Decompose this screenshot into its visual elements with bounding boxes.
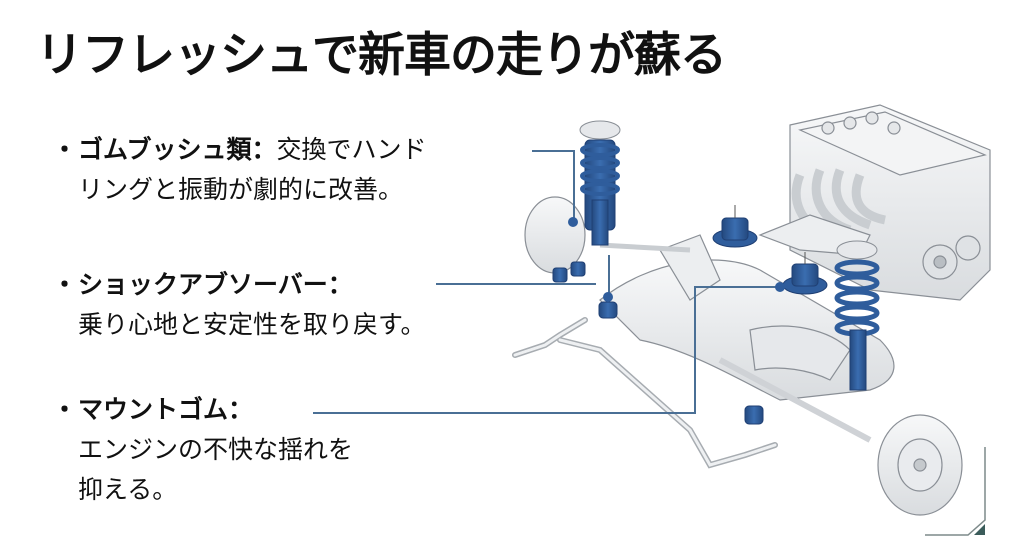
bullet-text-cont: 乗り心地と安定性を取り戻す。 [78, 310, 426, 339]
right-strut-highlight [834, 240, 880, 391]
engine-mount-highlight [712, 205, 828, 295]
right-brake-disc [877, 414, 963, 516]
bullet-label: マウントゴム： [78, 395, 254, 424]
leader-dots [568, 217, 785, 302]
bullet-marker: ・ [52, 270, 78, 299]
bullet-shock-absorber: ・ショックアブソーバー： 乗り心地と安定性を取り戻す。 [52, 265, 426, 345]
bullet-engine-mount: ・マウントゴム： エンジンの不快な揺れを 抑える。 [52, 390, 353, 510]
bullet-marker: ・ [52, 395, 78, 424]
left-strut-highlight [579, 120, 621, 246]
bullet-bushings: ・ゴムブッシュ類：交換でハンド リングと振動が劇的に改善。 [52, 130, 427, 210]
bullet-text-cont: エンジンの不快な揺れを [78, 435, 354, 464]
leader-lines [313, 150, 778, 414]
leader-line-engine-mount [313, 286, 778, 414]
bullet-text-cont: リングと振動が劇的に改善。 [78, 175, 404, 204]
corner-bracket [925, 447, 986, 536]
slide-title: リフレッシュで新車の走りが蘇る [36, 28, 727, 83]
bullet-text-cont: 抑える。 [78, 475, 178, 504]
corner-bracket-accent [974, 524, 985, 535]
leader-line-bushings [532, 150, 575, 221]
bullet-label: ショックアブソーバー： [78, 270, 353, 299]
bullet-text: 交換でハンド [276, 135, 427, 164]
bullet-label: ゴムブッシュ類： [78, 135, 277, 164]
bullet-marker: ・ [52, 135, 78, 164]
